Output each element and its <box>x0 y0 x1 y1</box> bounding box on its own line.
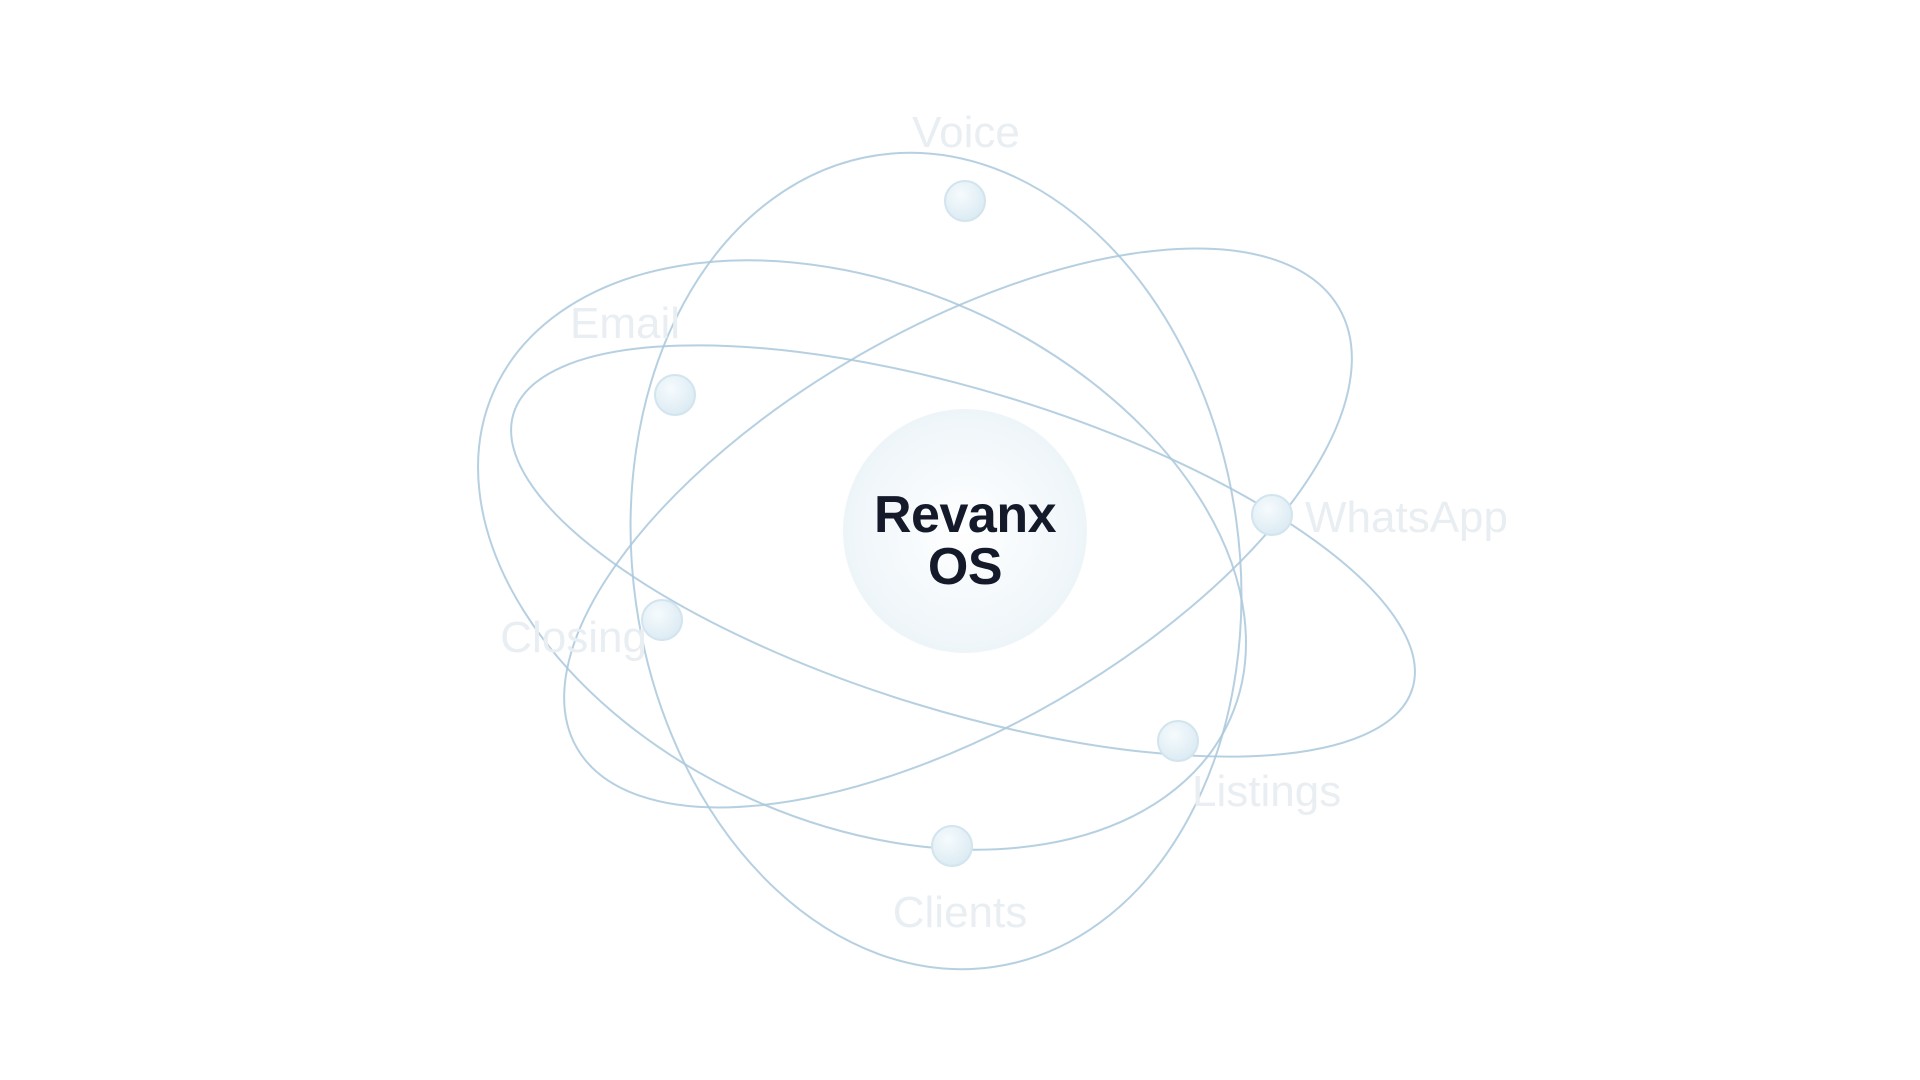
node-email[interactable]: Email <box>570 299 696 416</box>
node-listings[interactable]: Listings <box>1157 720 1341 816</box>
core-glow <box>843 409 1087 653</box>
orbit-ring-1 <box>477 259 1247 851</box>
node-whatsapp-dot <box>1251 494 1293 536</box>
node-voice-label: Voice <box>912 108 1020 157</box>
node-whatsapp[interactable]: WhatsApp <box>1251 493 1508 542</box>
core-title-line1: Revanx <box>874 486 1057 544</box>
node-listings-dot <box>1157 720 1199 762</box>
orbit-ring-4 <box>629 151 1243 971</box>
node-closing-label: Closing <box>500 613 647 662</box>
core: Revanx OS <box>843 409 1087 653</box>
node-clients-dot <box>931 825 973 867</box>
node-listings-label: Listings <box>1192 767 1341 816</box>
node-voice-dot <box>944 180 986 222</box>
node-closing-dot <box>641 599 683 641</box>
orbit-ring-3 <box>510 344 1416 758</box>
orbit-ring-2 <box>563 247 1353 809</box>
node-whatsapp-label: WhatsApp <box>1305 493 1508 542</box>
node-closing[interactable]: Closing <box>500 599 683 662</box>
node-clients[interactable]: Clients <box>893 825 1028 937</box>
core-title-line2: OS <box>928 538 1002 596</box>
node-email-dot <box>654 374 696 416</box>
orbit-rings <box>477 151 1416 971</box>
node-voice[interactable]: Voice <box>912 108 1020 222</box>
node-email-label: Email <box>570 299 680 348</box>
node-clients-label: Clients <box>893 888 1028 937</box>
